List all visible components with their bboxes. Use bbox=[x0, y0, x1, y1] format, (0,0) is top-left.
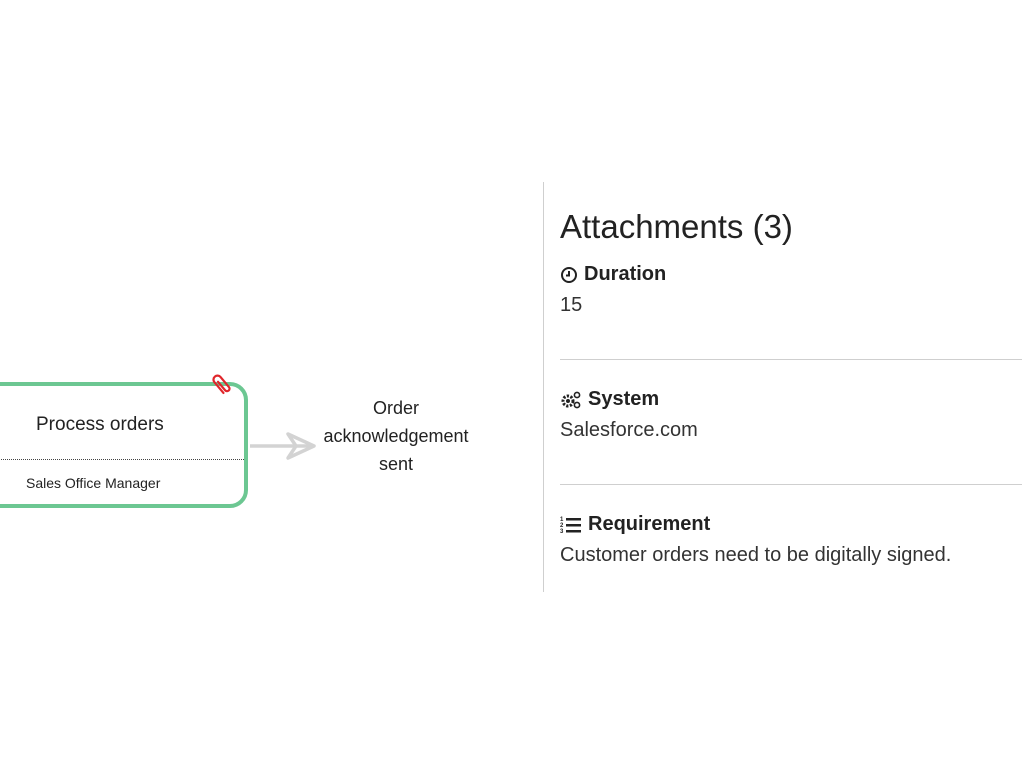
requirement-value: Customer orders need to be digitally sig… bbox=[560, 544, 952, 566]
svg-text:2: 2 bbox=[560, 523, 564, 529]
svg-text:3: 3 bbox=[560, 529, 564, 535]
section-separator bbox=[560, 484, 1022, 485]
process-task-box[interactable]: Process orders Sales Office Manager bbox=[0, 382, 248, 508]
event-label[interactable]: Order acknowledgement sent bbox=[316, 394, 476, 478]
event-line-2: acknowledgement bbox=[323, 426, 469, 446]
section-separator bbox=[560, 359, 1022, 360]
section-system: System Salesforce.com bbox=[560, 388, 1024, 442]
duration-value: 15 bbox=[560, 294, 583, 316]
numbered-list-icon: 1 2 3 bbox=[560, 515, 582, 535]
event-line-3: sent bbox=[378, 454, 414, 474]
paperclip-icon[interactable] bbox=[207, 370, 237, 400]
panel-title: Attachments (3) bbox=[560, 208, 793, 245]
task-role: Sales Office Manager bbox=[26, 475, 161, 491]
task-divider bbox=[0, 459, 244, 460]
connector-arrow-icon bbox=[250, 432, 316, 460]
requirement-label: Requirement bbox=[588, 513, 711, 535]
system-label: System bbox=[588, 388, 660, 410]
section-duration: Duration 15 bbox=[560, 263, 1024, 317]
section-requirement: 1 2 3 Requirement Customer orders need t… bbox=[560, 513, 1024, 567]
panel-divider bbox=[543, 182, 544, 592]
duration-label: Duration bbox=[584, 263, 667, 285]
gears-icon bbox=[560, 390, 582, 410]
clock-icon bbox=[560, 266, 578, 284]
task-title: Process orders bbox=[36, 414, 164, 435]
attachments-panel: Attachments (3) Duration 15 bbox=[560, 200, 1024, 567]
svg-text:1: 1 bbox=[560, 517, 564, 523]
event-line-1: Order bbox=[372, 398, 419, 418]
system-value: Salesforce.com bbox=[560, 419, 698, 441]
